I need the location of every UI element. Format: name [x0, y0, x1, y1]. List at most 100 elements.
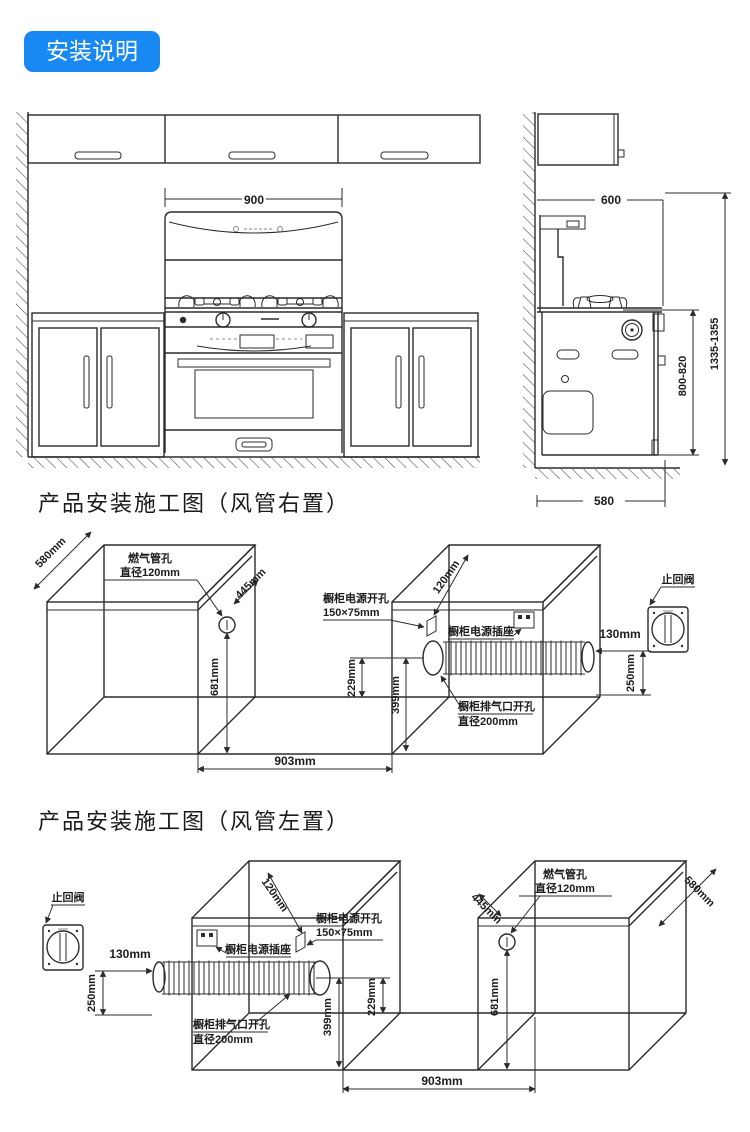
duct-exit-dims-d2: 130mm 250mm: [86, 947, 153, 1016]
dim-120mm-text: 120mm: [259, 876, 291, 914]
gas-hole-label-line2: 直径120mm: [535, 881, 595, 895]
door-handle: [418, 355, 425, 409]
power-indicator: [179, 316, 187, 324]
power-socket-label: 橱柜电源插座: [448, 624, 514, 638]
vent-slot: [556, 349, 580, 360]
power-socket: [196, 929, 218, 947]
control-panel: [165, 312, 342, 328]
cabinet-handle: [380, 151, 429, 160]
dim-800-820-text: 800-820: [677, 356, 689, 396]
control-knob: [215, 312, 231, 328]
hood-deco-dot: [233, 226, 239, 232]
integrated-stove-unit: [164, 211, 343, 453]
duct-cabinet-box: [191, 860, 402, 1071]
gap-dimension-903-d1: 903mm: [197, 754, 393, 773]
gas-hole-annotation-d2: 燃气管孔 直径120mm 445mm 681mm: [468, 867, 612, 1070]
side-section-drawing: 600: [523, 112, 731, 508]
duct-left-diagram: 580mm 燃气管孔 直径120mm 445mm 681mm 120mm 橱柜电…: [42, 860, 717, 1093]
upper-cabinets: [27, 114, 481, 164]
power-cutout-hole: [426, 615, 437, 637]
oven-front: [165, 334, 342, 452]
dim-681mm-text: 681mm: [489, 978, 501, 1016]
dim-681mm-text: 681mm: [209, 658, 221, 696]
flexible-duct-d2: [152, 960, 331, 996]
base-cabinet-right: [343, 312, 479, 458]
floor-hatch: [28, 456, 480, 468]
fan-outlet: [621, 319, 643, 341]
height-dimension-800-820: 800-820: [623, 309, 699, 456]
dim-250mm-text: 250mm: [86, 974, 98, 1012]
dim-903mm-text: 903mm: [274, 754, 315, 768]
check-valve-label: 止回阀: [52, 890, 85, 904]
exhaust-cutout-label-line2: 直径200mm: [193, 1032, 253, 1046]
power-cutout-hole: [295, 931, 306, 953]
depth-dimension-580: 580: [536, 460, 666, 508]
gas-cabinet-box: [477, 860, 688, 1071]
height-dimension-1335-1355: 1335-1355: [665, 192, 731, 466]
dim-1335-1355-text: 1335-1355: [709, 318, 721, 371]
exhaust-cutout-label-line1: 橱柜排气口开孔: [193, 1017, 270, 1031]
hood-deco-dot: [277, 226, 283, 232]
exhaust-cutout-label-line1: 橱柜排气口开孔: [458, 699, 535, 713]
front-elevation-drawing: 900: [16, 112, 481, 468]
hood-side-profile: [539, 215, 586, 312]
power-cutout-annotation-d2: 120mm 橱柜电源开孔 150×75mm: [259, 872, 383, 953]
counter-and-burner-side: [537, 295, 662, 313]
gas-burner-left: [178, 295, 256, 308]
dim-580-text: 580: [594, 494, 614, 508]
door-handle: [83, 355, 90, 409]
wall-hatch: [523, 112, 536, 468]
gas-hole-annotation-d1: 燃气管孔 直径120mm 445mm 681mm: [104, 551, 269, 754]
power-socket-annotation-d1: 橱柜电源插座: [448, 611, 535, 640]
control-knob: [301, 312, 317, 328]
gas-hole-label-line1: 燃气管孔: [127, 551, 172, 565]
dim-250mm-text: 250mm: [625, 654, 637, 692]
dim-229mm-text: 229mm: [366, 978, 378, 1016]
exhaust-cutout-annotation-d2: 橱柜排气口开孔 直径200mm: [193, 993, 291, 1046]
section-badge: 安装说明: [24, 31, 160, 72]
dim-130mm-text: 130mm: [109, 947, 150, 961]
upper-cabinet-side: [537, 113, 625, 166]
power-socket-annotation-d2: 橱柜电源插座: [196, 929, 291, 958]
power-cutout-annotation-d1: 120mm 橱柜电源开孔 150×75mm: [323, 554, 469, 637]
vent-slot: [611, 349, 639, 360]
dim-130mm-text: 130mm: [599, 627, 640, 641]
dim-229mm-text: 229mm: [346, 659, 358, 697]
dim-903mm-text: 903mm: [421, 1074, 462, 1088]
section-title-duct-right: 产品安装施工图（风管右置）: [38, 491, 351, 516]
dim-580mm-text: 580mm: [681, 874, 716, 909]
oven-handle: [235, 437, 273, 452]
exhaust-cutout-label-line2: 直径200mm: [458, 714, 518, 728]
duct-outlet-flange: [652, 313, 665, 332]
power-cutout-label-line2: 150×75mm: [316, 927, 373, 939]
duct-height-dims-d2: 229mm 399mm: [316, 977, 390, 1068]
duct-exit-dims-d1: 130mm 250mm: [595, 627, 651, 696]
duct-right-diagram: 580mm 燃气管孔 直径120mm 445mm 681mm 120mm: [33, 531, 695, 773]
wall-hatch: [16, 112, 29, 457]
dim-900-text: 900: [244, 193, 264, 207]
section-title-duct-left: 产品安装施工图（风管左置）: [38, 809, 351, 834]
oven-window: [194, 369, 314, 419]
power-socket-label: 橱柜电源插座: [225, 942, 291, 956]
dim-600-text: 600: [601, 193, 621, 207]
depth-dim-580-d2: 580mm: [658, 868, 717, 927]
door-handle: [395, 355, 402, 409]
dim-580mm-text: 580mm: [33, 535, 68, 570]
door-handle: [106, 355, 113, 409]
power-cutout-label-line2: 150×75mm: [323, 607, 380, 619]
power-cutout-label-line1: 橱柜电源开孔: [316, 911, 382, 925]
dim-445mm-text: 445mm: [233, 566, 268, 601]
check-valve-label: 止回阀: [662, 572, 695, 586]
gas-burner-right: [261, 295, 339, 308]
power-cutout-label-line1: 橱柜电源开孔: [323, 591, 389, 605]
check-valve-detail-d2: 止回阀: [42, 890, 85, 971]
gas-hole-label-line1: 燃气管孔: [542, 867, 587, 881]
gap-dimension-903-d2: 903mm: [342, 1017, 536, 1093]
oven-display: [239, 334, 275, 349]
power-socket: [513, 611, 535, 629]
access-panel: [542, 390, 594, 435]
unit-body-side: [541, 312, 666, 456]
cabinet-handle: [74, 151, 122, 160]
gas-hole-label-line2: 直径120mm: [120, 565, 180, 579]
